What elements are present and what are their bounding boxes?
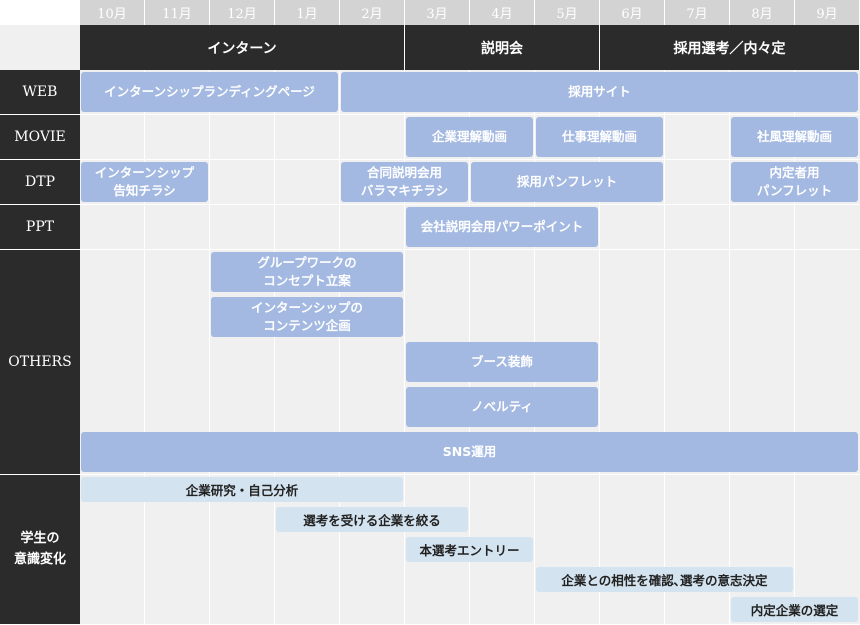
- category-label-text: MOVIE: [14, 128, 66, 145]
- category-label-text: 学生の 意識変化: [13, 530, 66, 567]
- task-bar: インターンシップの コンテンツ企画: [211, 297, 403, 337]
- task-bar: インターンシップ 告知チラシ: [81, 162, 208, 202]
- task-bar: 採用サイト: [341, 72, 858, 112]
- month-12: 9月: [795, 0, 860, 25]
- grid-row-separator: [80, 114, 860, 115]
- category-label-movie: MOVIE: [0, 115, 80, 160]
- grid-row-separator: [80, 249, 860, 250]
- grid-column-line: [404, 70, 405, 625]
- phase-1: インターン: [80, 25, 405, 70]
- grid-column-line: [274, 70, 275, 625]
- category-label-text: WEB: [22, 83, 58, 100]
- task-bar: 内定者用 パンフレット: [731, 162, 858, 202]
- task-bar: ノベルティ: [406, 387, 598, 427]
- grid-column-line: [794, 70, 795, 625]
- grid-column-line: [664, 70, 665, 625]
- category-label-web: WEB: [0, 70, 80, 115]
- task-bar: グループワークの コンセプト立案: [211, 252, 403, 292]
- month-11: 8月: [730, 0, 795, 25]
- task-bar: 仕事理解動画: [536, 117, 663, 157]
- grid-row-dtp: [80, 160, 860, 205]
- grid-row-separator: [80, 159, 860, 160]
- month-4: 1月: [275, 0, 340, 25]
- task-bar: 選考を受ける企業を絞る: [276, 507, 468, 532]
- header-corner: [0, 0, 80, 25]
- grid-column-line: [209, 70, 210, 625]
- task-bar: インターンシップランディングページ: [81, 72, 338, 112]
- phase-corner: [0, 25, 80, 70]
- month-6: 3月: [405, 0, 470, 25]
- grid-column-line: [144, 70, 145, 625]
- category-label-text: DTP: [25, 173, 55, 190]
- category-label-dtp: DTP: [0, 160, 80, 205]
- month-7: 4月: [470, 0, 535, 25]
- task-bar: 内定企業の選定: [731, 597, 858, 622]
- task-bar: 企業研究・自己分析: [81, 477, 403, 502]
- month-1: 10月: [80, 0, 145, 25]
- month-3: 12月: [210, 0, 275, 25]
- task-bar: SNS運用: [81, 432, 858, 472]
- month-8: 5月: [535, 0, 600, 25]
- month-5: 2月: [340, 0, 405, 25]
- phase-3: 採用選考／内々定: [600, 25, 860, 70]
- category-label-others: OTHERS: [0, 250, 80, 475]
- task-bar: 会社説明会用パワーポイント: [406, 207, 598, 247]
- grid-row-separator: [80, 474, 860, 475]
- category-label-text: OTHERS: [8, 353, 72, 370]
- month-9: 6月: [600, 0, 665, 25]
- month-10: 7月: [665, 0, 730, 25]
- task-bar: 企業理解動画: [406, 117, 533, 157]
- category-label-student: 学生の 意識変化: [0, 475, 80, 625]
- task-bar: 合同説明会用 バラマキチラシ: [341, 162, 468, 202]
- task-bar: 社風理解動画: [731, 117, 858, 157]
- task-bar: 本選考エントリー: [406, 537, 533, 562]
- task-bar: 採用パンフレット: [471, 162, 663, 202]
- category-label-text: PPT: [25, 218, 55, 235]
- phase-2: 説明会: [405, 25, 600, 70]
- grid-column-line: [599, 70, 600, 625]
- grid-column-line: [339, 70, 340, 625]
- category-label-ppt: PPT: [0, 205, 80, 250]
- grid-column-line: [729, 70, 730, 625]
- task-bar: 企業との相性を確認､選考の意志決定: [536, 567, 793, 592]
- month-2: 11月: [145, 0, 210, 25]
- grid-row-separator: [80, 204, 860, 205]
- task-bar: ブース装飾: [406, 342, 598, 382]
